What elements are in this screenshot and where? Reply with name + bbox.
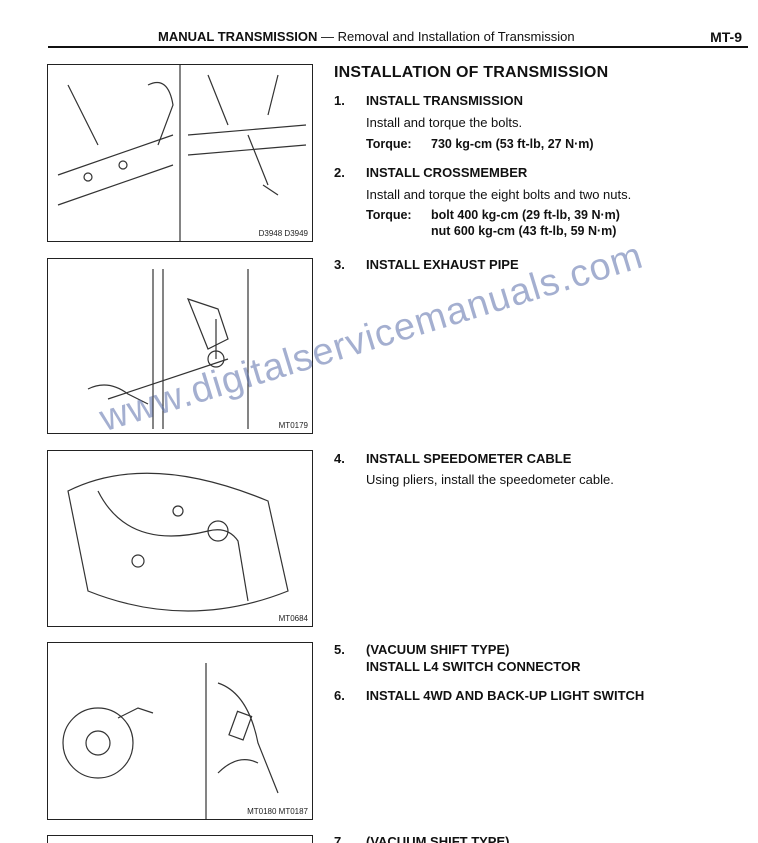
page-title: INSTALLATION OF TRANSMISSION xyxy=(334,64,609,81)
torque-label: Torque: xyxy=(366,137,412,151)
step-title: (VACUUM SHIFT TYPE) xyxy=(366,642,510,657)
step-title: INSTALL SPEEDOMETER CABLE xyxy=(366,451,572,466)
figure-exhaust-pipe: MT0179 xyxy=(47,258,313,434)
step-title: INSTALL CROSSMEMBER xyxy=(366,165,528,180)
step-number: 4. xyxy=(334,451,345,466)
torque-label: Torque: xyxy=(366,208,412,222)
figure-code: MT0180 MT0187 xyxy=(247,807,308,816)
header-rule xyxy=(48,46,748,48)
step-number: 7. xyxy=(334,834,345,843)
figure-transmission-bolts: D3948 D3949 xyxy=(47,64,313,242)
step-title: INSTALL EXHAUST PIPE xyxy=(366,257,519,272)
step-number: 5. xyxy=(334,642,345,657)
step-title: (VACUUM SHIFT TYPE) xyxy=(366,834,510,843)
torque-value: 730 kg-cm (53 ft-lb, 27 N·m) xyxy=(431,137,594,151)
section-subtitle: — Removal and Installation of Transmissi… xyxy=(321,29,575,44)
step-title: INSTALL 4WD AND BACK-UP LIGHT SWITCH xyxy=(366,688,645,703)
step-text: Install and torque the bolts. xyxy=(366,115,523,130)
figure-code: MT0684 xyxy=(278,614,308,623)
step-number: 1. xyxy=(334,93,345,108)
step-title: INSTALL L4 SWITCH CONNECTOR xyxy=(366,659,581,674)
figure-speedometer-cable: MT0684 xyxy=(47,450,313,627)
figure-next xyxy=(47,835,313,843)
step-text: Using pliers, install the speedometer ca… xyxy=(366,472,614,487)
step-number: 2. xyxy=(334,165,345,180)
step-title: INSTALL TRANSMISSION xyxy=(366,93,523,108)
torque-value: nut 600 kg-cm (43 ft-lb, 59 N·m) xyxy=(431,224,617,238)
step-text: Install and torque the eight bolts and t… xyxy=(366,187,632,202)
figure-switches: MT0180 MT0187 xyxy=(47,642,313,820)
page-number: MT-9 xyxy=(710,29,742,45)
section-title: MANUAL TRANSMISSION xyxy=(158,29,318,44)
step-number: 6. xyxy=(334,688,345,703)
figure-code: D3948 D3949 xyxy=(258,229,308,238)
running-header: MANUAL TRANSMISSION — Removal and Instal… xyxy=(158,29,575,44)
torque-value: bolt 400 kg-cm (29 ft-lb, 39 N·m) xyxy=(431,208,620,222)
step-number: 3. xyxy=(334,257,345,272)
figure-code: MT0179 xyxy=(278,421,308,430)
